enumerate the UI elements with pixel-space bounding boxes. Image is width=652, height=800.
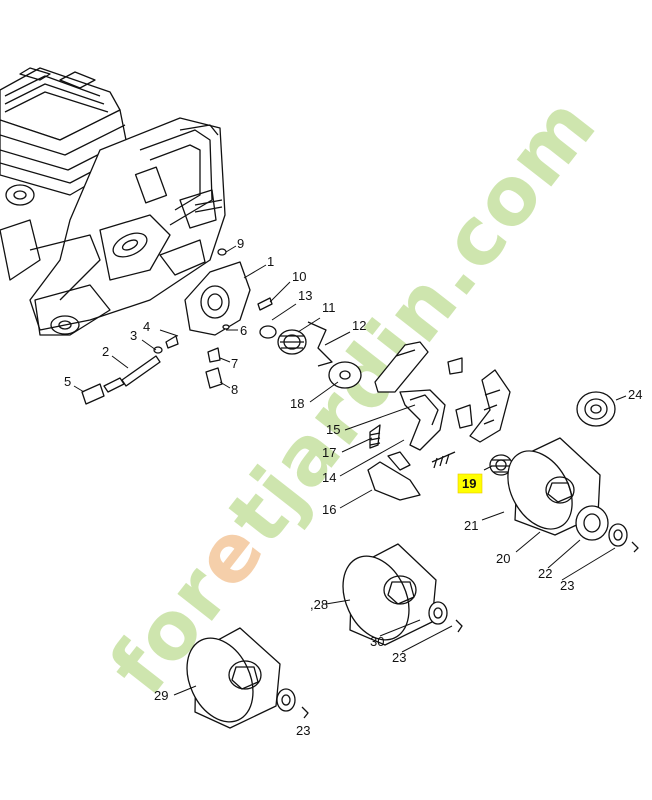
callout-8: 8 — [231, 382, 238, 397]
callout-4: 4 — [143, 319, 150, 334]
part-28-drum-shape — [342, 543, 437, 646]
callout-16: 16 — [322, 502, 336, 517]
part-22-shape — [575, 505, 609, 541]
callout-23c: 23 — [296, 723, 310, 738]
part-3-shape — [153, 346, 163, 354]
callout-10: 10 — [292, 269, 306, 284]
part-12-shape — [307, 321, 333, 367]
part-shoe-top-shape — [374, 341, 429, 393]
part-23b-clip-shape — [455, 619, 463, 633]
callout-21: 21 — [464, 518, 478, 533]
part-23a-shape — [608, 523, 628, 547]
callout-14: 14 — [322, 470, 336, 485]
part-6-shape — [222, 324, 230, 330]
part-2-shape — [121, 355, 161, 387]
callout-24: 24 — [628, 387, 642, 402]
part-18-shape — [328, 361, 362, 389]
part-24-shape — [576, 391, 616, 427]
part-9-shape — [217, 248, 227, 256]
part-shoe-right-shape — [469, 369, 511, 443]
part-15-shape — [455, 404, 473, 429]
part-16-shape — [367, 461, 421, 501]
part-5-shape — [81, 383, 105, 405]
callout-6: 6 — [240, 323, 247, 338]
highlight-19-box — [457, 473, 483, 494]
callout-30: 30 — [370, 634, 384, 649]
part-20-drum-shape — [507, 437, 601, 536]
callout-9: 9 — [237, 236, 244, 251]
callout-1: 1 — [267, 254, 274, 269]
callout-labels: 1 2 3 4 5 6 7 8 9 10 11 12 13 14 15 16 1… — [64, 236, 642, 738]
callout-22: 22 — [538, 566, 552, 581]
callout-7: 7 — [231, 356, 238, 371]
callout-23b: 23 — [392, 650, 406, 665]
callout-28: ,28 — [310, 597, 328, 612]
callout-5: 5 — [64, 374, 71, 389]
callout-20: 20 — [496, 551, 510, 566]
part-8-shape — [205, 367, 223, 389]
part-11-shape — [277, 329, 307, 355]
part-23c-clip-shape — [301, 706, 309, 719]
part-13-shape — [259, 325, 277, 339]
engine-block-illustration — [0, 67, 226, 336]
callout-29: 29 — [154, 688, 168, 703]
part-17-shape — [369, 424, 381, 449]
part-14-shape — [399, 389, 446, 451]
part-29-drum-shape — [186, 627, 281, 729]
callout-12: 12 — [352, 318, 366, 333]
callout-19: 19 — [462, 476, 476, 491]
parts-illustrations — [81, 248, 639, 729]
callout-15: 15 — [326, 422, 340, 437]
part-4-shape — [165, 335, 179, 349]
callout-3: 3 — [130, 328, 137, 343]
callout-18: 18 — [290, 396, 304, 411]
part-23a-clip-shape — [631, 541, 639, 553]
callout-2: 2 — [102, 344, 109, 359]
part-30-shape — [428, 601, 448, 625]
part-1-shape — [184, 261, 251, 336]
callout-17: 17 — [322, 445, 336, 460]
callout-11: 11 — [322, 300, 336, 315]
part-spring-shape — [431, 451, 456, 463]
part-10-shape — [257, 297, 273, 311]
part-7-shape — [207, 347, 221, 363]
callout-23a: 23 — [560, 578, 574, 593]
leader-lines — [73, 245, 627, 696]
callout-13: 13 — [298, 288, 312, 303]
part-29-washer-shape — [276, 688, 296, 712]
